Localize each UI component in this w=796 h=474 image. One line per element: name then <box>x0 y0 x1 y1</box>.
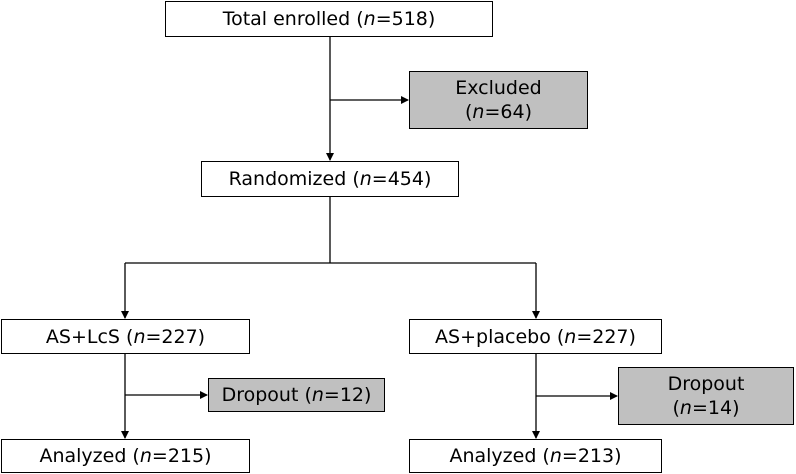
as-placebo-arm-box: AS+placebo (n=227) <box>409 319 662 354</box>
as-placebo-text: AS+placebo (n=227) <box>435 325 636 348</box>
analyzed-right-box: Analyzed (n=213) <box>409 439 662 473</box>
total-enrolled-box: Total enrolled (n=518) <box>165 1 493 37</box>
as-lcs-text: AS+LcS (n=227) <box>45 325 206 348</box>
excluded-count: (n=64) <box>465 101 532 123</box>
analyzed-left-text: Analyzed (n=215) <box>39 445 212 467</box>
excluded-label: Excluded <box>455 77 542 99</box>
total-enrolled-text: Total enrolled (n=518) <box>222 8 436 30</box>
dropout-left-text: Dropout (n=12) <box>221 384 372 406</box>
dropout-right-count: (n=14) <box>672 397 740 419</box>
randomized-text: Randomized (n=454) <box>228 168 432 190</box>
dropout-left-box: Dropout (n=12) <box>208 378 385 412</box>
dropout-right-label: Dropout <box>667 373 745 395</box>
randomized-box: Randomized (n=454) <box>201 161 459 197</box>
as-lcs-arm-box: AS+LcS (n=227) <box>1 319 250 354</box>
analyzed-right-text: Analyzed (n=213) <box>449 445 622 467</box>
analyzed-left-box: Analyzed (n=215) <box>1 439 250 473</box>
excluded-box: Excluded (n=64) <box>409 71 588 129</box>
dropout-right-box: Dropout (n=14) <box>618 367 794 425</box>
